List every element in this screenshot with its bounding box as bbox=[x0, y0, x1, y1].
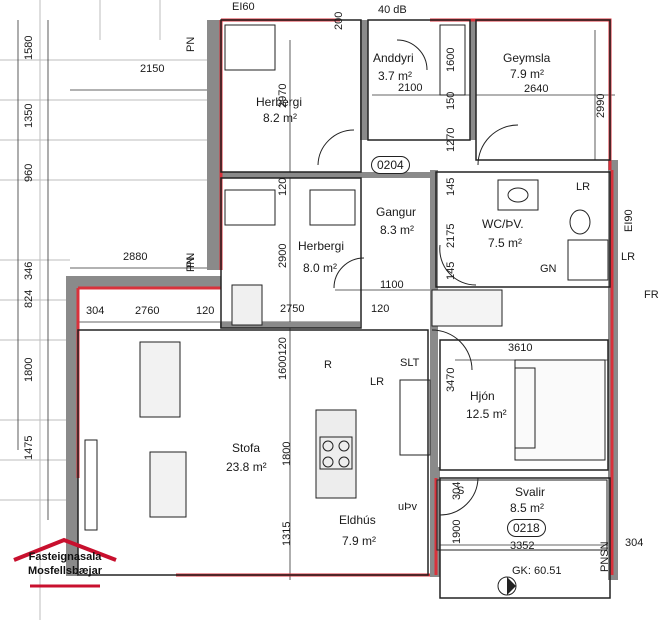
room-geymsla-name: Geymsla bbox=[503, 51, 551, 65]
room-anddyri-area: 3.7 m² bbox=[378, 69, 413, 83]
dim-304-a: 304 bbox=[86, 305, 105, 317]
noise-label: 40 dB bbox=[378, 4, 407, 16]
dim-v-2175: 2175 bbox=[445, 223, 457, 248]
dim-v-200: 200 bbox=[333, 11, 345, 30]
room-hjon-name: Hjón bbox=[470, 389, 495, 403]
dim-1100: 1100 bbox=[380, 279, 404, 291]
dim-v-1900: 1900 bbox=[451, 519, 463, 544]
marker-slt: SLT bbox=[400, 357, 420, 369]
door-swings bbox=[317, 39, 519, 516]
logo-line-1: Fasteignasala bbox=[28, 551, 102, 563]
dim-v-1800-a: 1800 bbox=[23, 357, 35, 382]
logo-house-icon bbox=[13, 537, 117, 588]
room-wc-area: 7.5 m² bbox=[488, 236, 523, 250]
dim-v-145-b: 145 bbox=[445, 261, 457, 280]
agency-logo: Fasteignasala Mosfellsbæjar bbox=[10, 541, 120, 593]
dim-2880: 2880 bbox=[123, 251, 148, 263]
room-outlines bbox=[77, 19, 611, 599]
dim-v-960: 960 bbox=[23, 163, 35, 182]
dim-v-145-a: 145 bbox=[445, 177, 457, 196]
marker-lr-1: LR bbox=[576, 181, 591, 193]
logo-line-2: Mosfellsbæjar bbox=[28, 565, 102, 577]
dim-v-2970: 2970 bbox=[277, 83, 289, 108]
room-herbergi-2-name: Herbergi bbox=[298, 239, 345, 253]
room-eldhus-area: 7.9 m² bbox=[342, 534, 377, 548]
marker-r: R bbox=[324, 359, 332, 371]
room-svalir-area: 8.5 m² bbox=[510, 501, 545, 515]
dim-3352: 3352 bbox=[510, 540, 535, 552]
dim-v-1475: 1475 bbox=[23, 435, 35, 460]
background-grid bbox=[0, 0, 215, 620]
room-geymsla-area: 7.9 m² bbox=[510, 67, 545, 81]
room-stofa-area: 23.8 m² bbox=[226, 460, 267, 474]
apartment-code: 0204 bbox=[371, 156, 410, 175]
dim-2750: 2750 bbox=[280, 303, 305, 315]
room-herbergi-2-area: 8.0 m² bbox=[303, 261, 338, 275]
dim-2640: 2640 bbox=[524, 83, 549, 95]
marker-lr-3: LR bbox=[370, 376, 385, 388]
room-herbergi-1-name: Herbergi bbox=[256, 95, 303, 109]
room-herbergi-1-area: 8.2 m² bbox=[263, 111, 298, 125]
furniture bbox=[84, 24, 609, 551]
marker-s: S bbox=[457, 485, 465, 497]
dim-120-a: 120 bbox=[196, 305, 215, 317]
north-arrow-icon bbox=[497, 576, 517, 596]
marker-pn-1: PN bbox=[185, 36, 197, 52]
dim-v-1315: 1315 bbox=[281, 521, 293, 546]
room-anddyri-name: Anddyri bbox=[373, 51, 414, 65]
marker-pn-3: PN bbox=[185, 252, 197, 268]
room-wc-name: WC/ÞV. bbox=[482, 217, 524, 231]
dim-v-1600120: 1600120 bbox=[277, 337, 289, 380]
dim-v-1800-b: 1800 bbox=[281, 441, 293, 466]
marker-ei90: EI90 bbox=[623, 209, 635, 232]
dim-v-1350: 1350 bbox=[23, 103, 35, 128]
room-stofa-name: Stofa bbox=[232, 441, 261, 455]
dim-2100: 2100 bbox=[398, 82, 423, 94]
dim-v-1600: 1600 bbox=[445, 47, 457, 72]
dim-304-b: 304 bbox=[625, 537, 644, 549]
room-gangur-name: Gangur bbox=[376, 205, 417, 219]
dim-v-2900: 2900 bbox=[277, 243, 289, 268]
room-svalir-name: Svalir bbox=[515, 485, 546, 499]
marker-fr: FR bbox=[644, 289, 659, 301]
dim-v-2990: 2990 bbox=[595, 93, 607, 118]
dim-2150: 2150 bbox=[140, 63, 165, 75]
dim-v-824: 824 bbox=[23, 289, 35, 308]
marker-pnsn: PNSN bbox=[599, 541, 611, 572]
dim-2760: 2760 bbox=[135, 305, 160, 317]
dim-v-120-c: 120 bbox=[277, 177, 289, 196]
dim-3610: 3610 bbox=[508, 342, 533, 354]
marker-gk: GK: 60.51 bbox=[512, 565, 562, 577]
header-left-label: EI60 bbox=[232, 1, 255, 13]
dim-v-1270: 1270 bbox=[445, 127, 457, 152]
dim-v-346: 346 bbox=[23, 261, 35, 280]
dim-v-1580: 1580 bbox=[23, 35, 35, 60]
marker-upv: uÞv bbox=[398, 501, 417, 513]
room-hjon-area: 12.5 m² bbox=[466, 407, 507, 421]
dim-v-150: 150 bbox=[445, 91, 457, 110]
balcony-code: 0218 bbox=[507, 519, 546, 538]
marker-lr-2: LR bbox=[621, 251, 636, 263]
dim-v-3470: 3470 bbox=[445, 367, 457, 392]
room-eldhus-name: Eldhús bbox=[339, 513, 376, 527]
marker-gn: GN bbox=[540, 263, 557, 275]
dim-120-b: 120 bbox=[371, 303, 390, 315]
room-gangur-area: 8.3 m² bbox=[380, 223, 415, 237]
